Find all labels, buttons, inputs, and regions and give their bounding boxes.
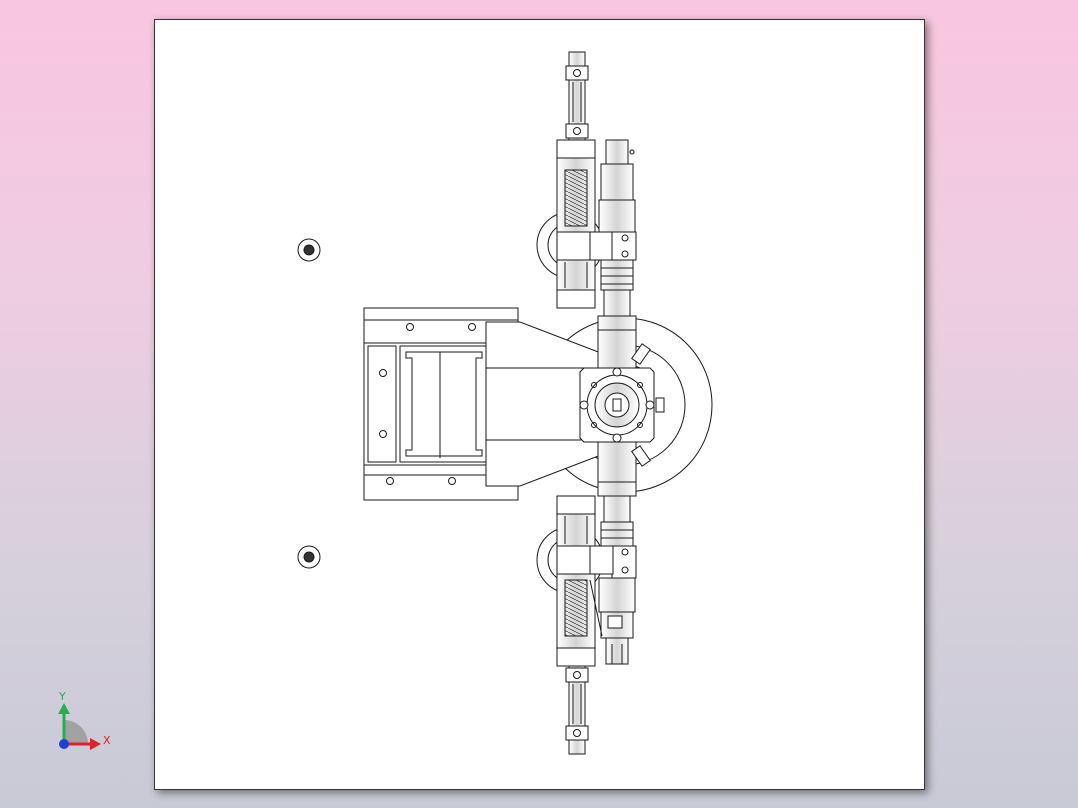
upper-actuator <box>536 51 637 317</box>
y-axis-label: Y <box>58 690 66 703</box>
z-axis-dot <box>59 739 69 749</box>
hub-flange <box>579 367 655 443</box>
mounting-hole-top <box>297 238 321 262</box>
lower-actuator <box>536 495 637 755</box>
mounting-hole-bottom <box>297 545 321 569</box>
x-axis-label: X <box>103 734 111 747</box>
coordinate-triad: Y X <box>58 690 111 750</box>
triad-plane-icon <box>64 720 88 744</box>
